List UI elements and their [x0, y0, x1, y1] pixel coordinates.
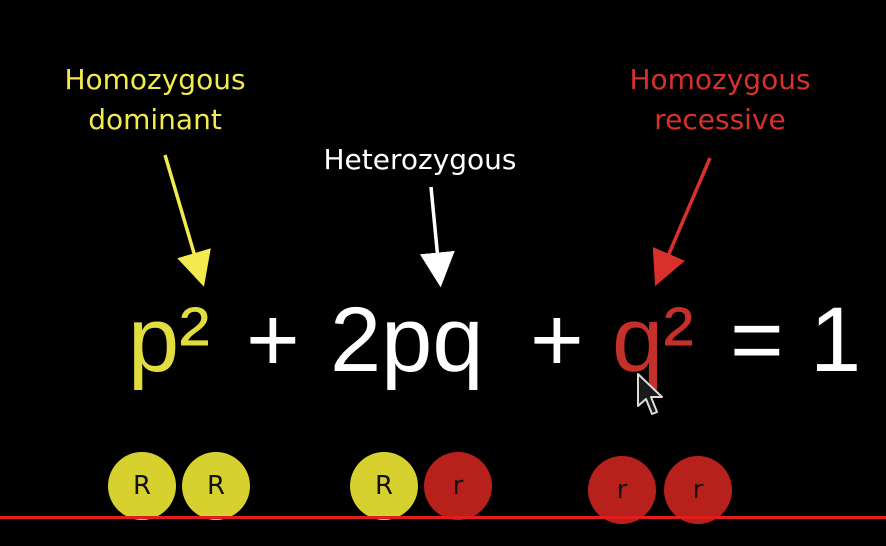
equation-plus-2: + [530, 289, 584, 391]
equation-equals: = [730, 289, 784, 391]
allele-circle-dominant: R [182, 452, 250, 520]
label-homozygous-dominant: Homozygous dominant [64, 63, 246, 136]
equation-p-squared: p² [128, 289, 210, 391]
label-homozygous-recessive: Homozygous recessive [629, 63, 811, 136]
mouse-pointer-icon [637, 373, 663, 415]
arrow-homozygous-dominant [163, 154, 211, 287]
allele-circle-recessive: r [664, 456, 732, 524]
equation-one: 1 [810, 289, 862, 391]
arrow-homozygous-recessive [652, 157, 712, 287]
arrow-heterozygous [419, 186, 455, 288]
allele-circle-dominant: R [350, 452, 418, 520]
equation-q-squared: q² [612, 289, 694, 391]
allele-circle-dominant: R [108, 452, 176, 520]
equation-2pq: 2pq [330, 289, 484, 391]
allele-circle-recessive: r [424, 452, 492, 520]
baseline-line [0, 516, 886, 519]
equation-plus-1: + [246, 289, 300, 391]
allele-circle-recessive: r [588, 456, 656, 524]
label-heterozygous: Heterozygous [323, 143, 517, 176]
